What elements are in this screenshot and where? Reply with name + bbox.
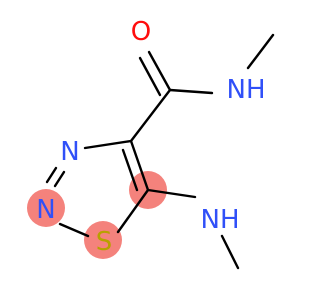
bond-c5-namine xyxy=(146,188,197,199)
molecule-structure: O NH N N S NH xyxy=(27,17,275,270)
bond-c4-carbonyl xyxy=(129,88,172,143)
bond-group xyxy=(45,33,275,270)
bond-n3-n2-inner xyxy=(45,166,58,184)
bond-carbonyl-o-inner xyxy=(138,56,162,97)
atom-label-group: O NH N N S NH xyxy=(36,17,265,257)
atom-n-ring-3: N xyxy=(60,137,79,167)
bond-n2-s xyxy=(58,222,90,238)
molecule-canvas: O NH N N S NH xyxy=(27,17,275,270)
bond-namine-methyl xyxy=(220,234,240,270)
bond-c4-c5-inner xyxy=(121,148,139,192)
bond-carbonyl-o xyxy=(147,50,172,92)
bond-s-c5 xyxy=(116,188,150,234)
highlight-n2 xyxy=(27,189,65,227)
atom-n-ring-2: N xyxy=(36,195,55,225)
highlight-s xyxy=(84,221,122,259)
atom-n-amine: NH xyxy=(201,205,240,235)
bond-carbonyl-namide xyxy=(168,88,214,95)
bond-c4-c5 xyxy=(129,139,150,192)
highlight-group xyxy=(27,171,167,259)
atom-o-carbonyl: O xyxy=(131,17,151,47)
bond-c4-n3 xyxy=(83,139,133,150)
atom-s-ring: S xyxy=(96,227,113,257)
bond-namide-methyl xyxy=(246,33,275,70)
bond-n3-n2 xyxy=(53,170,66,188)
atom-n-amide: NH xyxy=(227,75,266,105)
